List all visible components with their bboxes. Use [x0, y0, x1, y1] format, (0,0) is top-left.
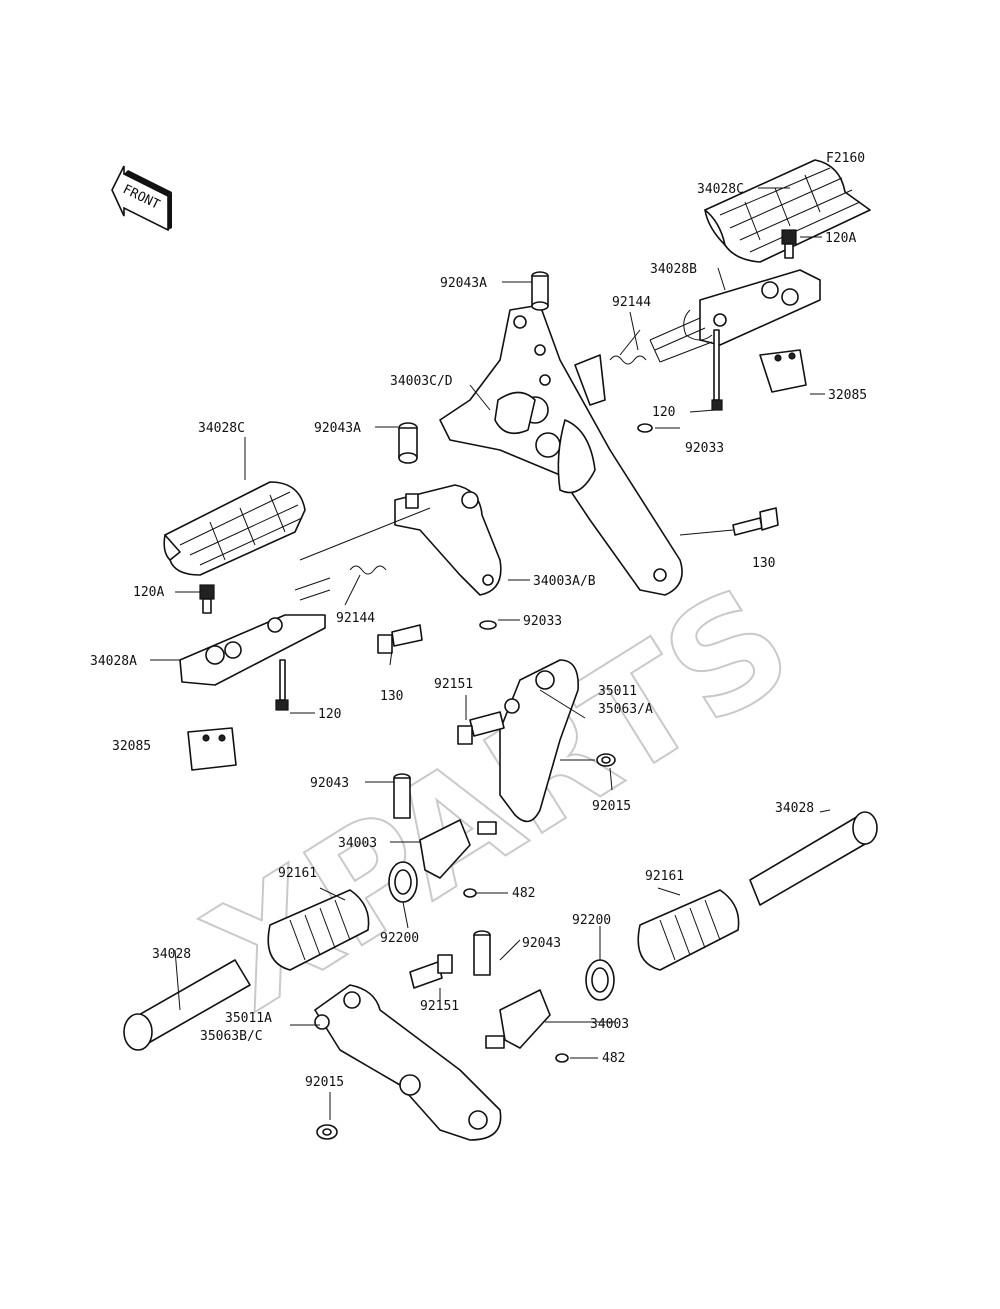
bolt-92151-lower — [409, 954, 453, 989]
label-92200-right: 92200 — [572, 913, 611, 928]
label-35063a: 35063/A — [598, 702, 653, 717]
rubber-34028c-left — [163, 481, 306, 576]
label-35011a: 35011A — [225, 1011, 272, 1026]
pin-92043-mid — [393, 773, 411, 819]
label-482-mid: 482 — [512, 886, 535, 901]
label-92015-lower: 92015 — [305, 1075, 344, 1090]
bolt-130-left — [377, 624, 423, 654]
cotter-92033-left — [479, 620, 497, 630]
label-34003-lower: 34003 — [590, 1017, 629, 1032]
bolt-130-upper — [732, 507, 779, 536]
label-92151-mid: 92151 — [434, 677, 473, 692]
label-34028c-upper: 34028C — [697, 182, 744, 197]
label-120-left: 120 — [318, 707, 341, 722]
stud-pins-upper — [649, 317, 713, 363]
bolt-120-upper — [711, 329, 723, 411]
holder-35011 — [499, 659, 579, 823]
label-92033-left: 92033 — [523, 614, 562, 629]
clip-482-mid — [463, 888, 477, 898]
label-34003cd: 34003C/D — [390, 374, 453, 389]
pin-92043-lower — [473, 930, 491, 976]
label-130-left: 130 — [380, 689, 403, 704]
nut-92015-lower — [316, 1124, 338, 1140]
label-92043-mid: 92043 — [310, 776, 349, 791]
bolt-120a-upper — [781, 229, 797, 259]
label-120-upper: 120 — [652, 405, 675, 420]
front-arrow-icon: FRONT — [111, 165, 172, 232]
diagram-code: F2160 — [826, 151, 865, 166]
arm-34003ab — [394, 484, 502, 596]
peg-34028-left — [123, 959, 251, 1051]
label-92033-upper: 92033 — [685, 441, 724, 456]
nut-92015-mid — [596, 753, 616, 767]
label-92043a-upper: 92043A — [440, 276, 487, 291]
washer-92200-left — [388, 861, 418, 903]
label-34003-mid: 34003 — [338, 836, 377, 851]
holder-35011a — [314, 984, 502, 1141]
plate-34028b — [683, 269, 821, 346]
label-120a-upper: 120A — [825, 231, 856, 246]
pad-32085-left — [187, 727, 237, 771]
label-34003ab: 34003A/B — [533, 574, 596, 589]
label-92144-left: 92144 — [336, 611, 375, 626]
pad-32085-upper — [759, 349, 807, 393]
label-92200-left: 92200 — [380, 931, 419, 946]
label-92161-right: 92161 — [645, 869, 684, 884]
label-92151-lower: 92151 — [420, 999, 459, 1014]
clip-482-lower — [555, 1053, 569, 1063]
label-34028-left: 34028 — [152, 947, 191, 962]
label-35011: 35011 — [598, 684, 637, 699]
spring-92144-left — [349, 565, 387, 575]
plate-34003cd — [439, 304, 683, 596]
pin-92043a-left — [398, 422, 418, 464]
bracket-upper-right — [574, 354, 606, 406]
peg-34028-right — [749, 811, 878, 906]
bolt-120a-left — [199, 584, 215, 614]
cotter-92033-upper — [637, 423, 653, 433]
label-34028b: 34028B — [650, 262, 697, 277]
bracket-34003-lower — [485, 989, 551, 1049]
spring-92144-upper — [609, 329, 647, 365]
label-92043a-left: 92043A — [314, 421, 361, 436]
label-120a-left: 120A — [133, 585, 164, 600]
rubber-92161-left — [267, 889, 370, 971]
bolt-92151-mid — [457, 711, 505, 745]
label-35063bc: 35063B/C — [200, 1029, 263, 1044]
label-92043-lower: 92043 — [522, 936, 561, 951]
label-92161-left: 92161 — [278, 866, 317, 881]
label-130-upper: 130 — [752, 556, 775, 571]
plate-34028a — [179, 577, 331, 686]
label-32085-upper: 32085 — [828, 388, 867, 403]
label-482-lower: 482 — [602, 1051, 625, 1066]
rubber-92161-right — [637, 889, 740, 971]
label-34028c-left: 34028C — [198, 421, 245, 436]
rubber-34028c-upper — [704, 159, 871, 263]
washer-92200-right — [585, 959, 615, 1001]
bolt-120-left — [275, 659, 289, 711]
leader-lines — [150, 187, 831, 1120]
label-34028a: 34028A — [90, 654, 137, 669]
label-34028-right: 34028 — [775, 801, 814, 816]
label-32085-left: 32085 — [112, 739, 151, 754]
label-92144-upper: 92144 — [612, 295, 651, 310]
bracket-34003-mid — [419, 819, 497, 879]
label-92015-mid: 92015 — [592, 799, 631, 814]
pin-92043a-upper — [531, 271, 549, 311]
